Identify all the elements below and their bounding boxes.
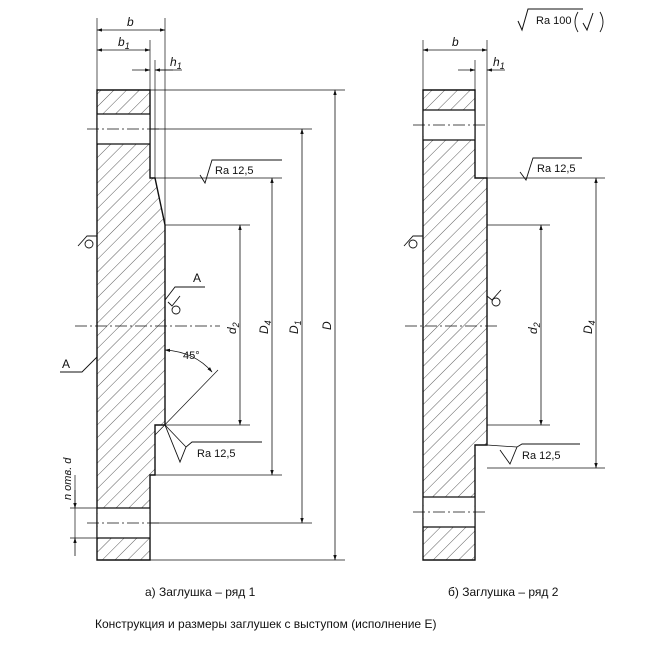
svg-text:Ra 12,5: Ra 12,5: [197, 448, 236, 460]
svg-text:D4: D4: [581, 320, 597, 334]
figure-b-plug-row-2: b h1 d2 D4 Ra 12,5 Ra 12,5: [403, 35, 605, 561]
svg-text:b: b: [127, 15, 134, 29]
svg-text:b: b: [452, 35, 459, 49]
svg-text:D: D: [320, 321, 334, 330]
svg-text:n отв. d: n отв. d: [62, 457, 74, 500]
svg-text:D4: D4: [257, 320, 273, 334]
caption-figure-a: а) Заглушка – ряд 1: [145, 585, 256, 599]
figure-title: Конструкция и размеры заглушек с выступо…: [95, 617, 437, 631]
plug-a-section: [96, 89, 166, 561]
svg-text:h1: h1: [493, 55, 505, 71]
figure-a-plug-row-1: b b1 h1 d2 D4 D1 D Ra 12,5 Ra 12,5: [60, 15, 345, 561]
svg-text:D1: D1: [287, 320, 303, 334]
svg-text:h1: h1: [170, 55, 182, 71]
svg-text:45°: 45°: [183, 350, 200, 362]
svg-text:d2: d2: [225, 322, 241, 334]
svg-text:A: A: [62, 357, 70, 371]
svg-text:A: A: [193, 271, 201, 285]
svg-text:d2: d2: [526, 322, 542, 334]
svg-text:Ra 12,5: Ra 12,5: [537, 163, 576, 175]
svg-text:Ra 12,5: Ra 12,5: [522, 450, 561, 462]
svg-text:b1: b1: [118, 35, 130, 51]
svg-text:Ra 100: Ra 100: [536, 15, 571, 27]
caption-figure-b: б) Заглушка – ряд 2: [448, 585, 559, 599]
general-roughness-mark: Ra 100: [517, 8, 604, 33]
plug-b-section: [422, 89, 488, 561]
svg-text:Ra 12,5: Ra 12,5: [215, 165, 254, 177]
